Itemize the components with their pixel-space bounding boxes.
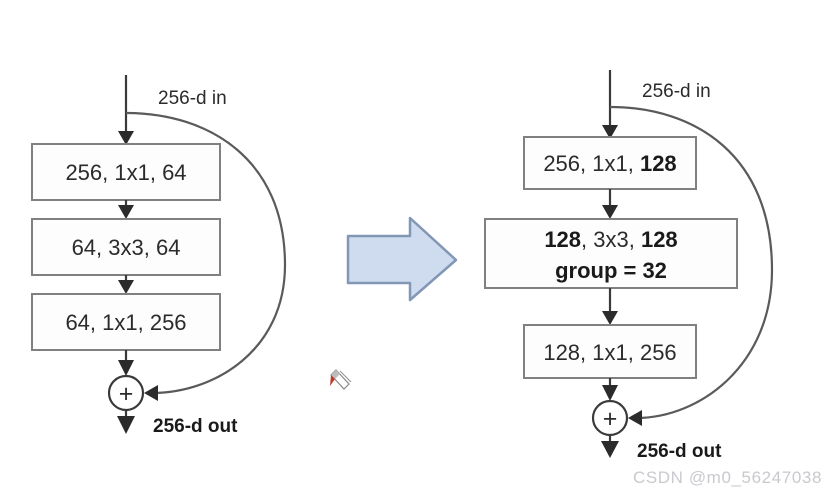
right-output-arrowhead	[601, 441, 619, 458]
right-sum-symbol: +	[603, 405, 618, 433]
right-layer-2-bold-a: 128	[544, 227, 581, 252]
left-layer-label-1: 256, 1x1, 64	[65, 160, 186, 185]
left-connector-arrowhead-1	[118, 205, 134, 219]
right-layer-box-2[interactable]	[484, 218, 738, 289]
right-block-arrow	[346, 216, 458, 302]
right-connector-arrowhead-1	[602, 205, 618, 219]
right-block-group: 256-d in 256, 1x1, 128 128, 3x3, 128 gro…	[484, 70, 774, 462]
right-skip-arrowhead	[628, 410, 642, 426]
left-skip-arrowhead	[144, 385, 158, 401]
right-connector-arrowhead-2	[602, 311, 618, 325]
left-layer-label-3: 64, 1x1, 256	[65, 310, 186, 335]
left-block-group: 256-d in 256, 1x1, 64 64, 3x3, 64 64, 1x…	[31, 75, 287, 437]
left-layer-box-2[interactable]	[31, 218, 221, 276]
left-layer-box-3[interactable]	[31, 293, 221, 351]
right-input-label: 256-d in	[642, 81, 711, 102]
left-connector-arrowhead-3	[118, 360, 134, 376]
right-layer-1-plain: 256, 1x1,	[543, 151, 640, 176]
right-skip-connection	[609, 105, 774, 420]
left-layer-label-2: 64, 3x3, 64	[72, 235, 181, 260]
right-layer-label-1: 256, 1x1, 128	[543, 151, 676, 176]
right-layer-box-1[interactable]	[523, 136, 697, 190]
right-layer-box-3[interactable]	[523, 324, 697, 379]
transition-arrow-group	[346, 216, 458, 302]
left-connector-arrowhead-2	[118, 280, 134, 294]
right-layer-2-bold-b: 128	[641, 227, 678, 252]
right-layer-label-2-line1: 128, 3x3, 128	[544, 227, 677, 252]
right-layer-1-bold: 128	[640, 151, 677, 176]
left-input-label: 256-d in	[158, 88, 227, 109]
right-output-label: 256-d out	[637, 441, 722, 462]
pen-cursor	[330, 369, 352, 390]
right-layer-label-3: 128, 1x1, 256	[543, 340, 676, 365]
left-sum-symbol: +	[119, 380, 134, 408]
left-input-arrowhead	[118, 131, 134, 145]
left-skip-connection	[125, 111, 287, 395]
csdn-watermark: CSDN @m0_56247038	[633, 468, 822, 487]
left-layer-box-1[interactable]	[31, 143, 221, 201]
right-connector-arrowhead-3	[602, 385, 618, 401]
left-output-label: 256-d out	[153, 416, 238, 437]
right-layer-label-2-line2: group = 32	[555, 258, 667, 283]
right-layer-2-plain: , 3x3,	[581, 227, 641, 252]
right-input-arrowhead	[602, 125, 618, 139]
left-output-arrowhead	[117, 416, 135, 434]
